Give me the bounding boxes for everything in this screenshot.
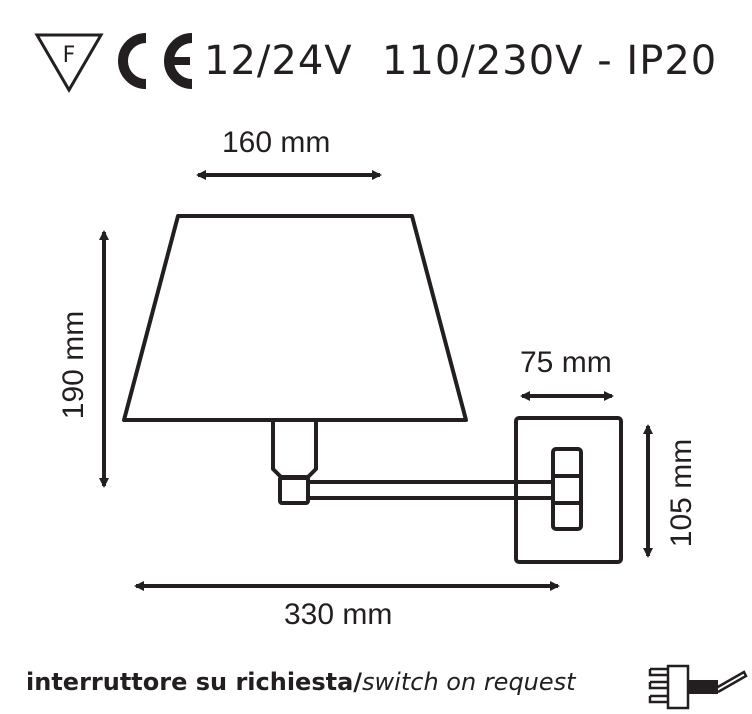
lamp-shade (122, 214, 468, 422)
voltage-low-label: 12/24V (204, 38, 353, 84)
plate-height-label: 105 mm (665, 438, 698, 548)
lamp-holder (271, 421, 318, 480)
arm-knuckle (551, 447, 583, 531)
ce-mark-icon (118, 33, 193, 89)
svg-text:F: F (63, 43, 76, 68)
voltage-high-label: 110/230V - IP20 (382, 38, 718, 84)
total-length-label: 330 mm (284, 598, 393, 631)
plate-width-label: 75 mm (520, 346, 612, 379)
fire-rating-triangle-icon: F (34, 33, 104, 93)
wall-plate (514, 416, 623, 564)
toggle-switch-icon (648, 664, 748, 710)
shade-height-label: 190 mm (57, 310, 90, 420)
shade-width-label: 160 mm (222, 126, 331, 159)
switch-note: interruttore su richiesta/switch on requ… (26, 668, 576, 696)
arm-joint (278, 475, 310, 505)
switch-note-en: switch on request (362, 668, 576, 696)
switch-note-it: interruttore su richiesta/ (26, 668, 363, 696)
